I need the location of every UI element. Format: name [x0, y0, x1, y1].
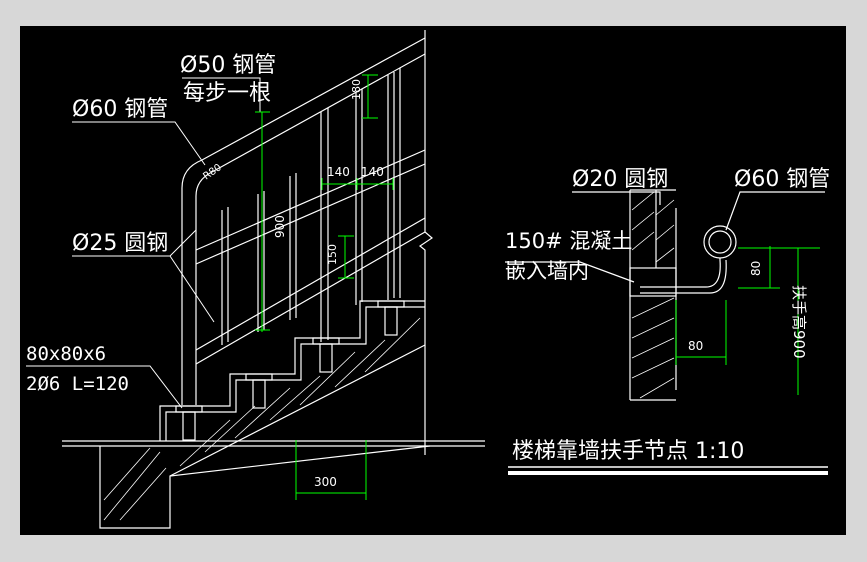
bottom-rail	[195, 217, 426, 351]
round-bar-20	[640, 258, 721, 288]
label-height-note: 扶手高900	[790, 285, 808, 359]
dim-80b-text: 80	[688, 339, 703, 353]
balusters	[221, 68, 401, 345]
label-pipe60-left: Ø60 钢管	[72, 97, 168, 122]
label-anchor: 2Ø6 L=120	[26, 373, 129, 395]
label-embed: 嵌入墙内	[505, 259, 589, 283]
handrail-pipe-inner	[708, 230, 732, 254]
leader-pipe60	[72, 121, 206, 166]
leader-pipe60-right	[725, 191, 825, 231]
foundation-outline	[99, 445, 431, 529]
post-anchors	[175, 300, 405, 441]
stair-elevation	[62, 30, 485, 529]
dim-140b-text: 140	[361, 165, 384, 179]
dim-180-text: 180	[350, 79, 363, 100]
dim-300-text: 300	[314, 475, 337, 489]
wall-detail	[505, 189, 825, 401]
wall-hatch	[631, 191, 675, 399]
stair-hatch	[103, 317, 421, 521]
leader-concrete	[505, 261, 635, 283]
dim-80a-text: 80	[749, 261, 763, 276]
left-dimensions	[255, 74, 394, 500]
label-pipe50: Ø50 钢管	[180, 53, 276, 78]
leader-bar20	[572, 191, 661, 205]
embedded-concrete	[629, 267, 677, 297]
handrail-inner	[195, 53, 426, 405]
dim-900-text: 900	[273, 215, 287, 238]
label-per-step: 每步一根	[183, 81, 271, 106]
title-underline	[508, 466, 828, 475]
dim-140a-text: 140	[327, 165, 350, 179]
label-plate: 80x80x6	[26, 343, 106, 365]
dim-150-text: 150	[326, 244, 339, 265]
handrail-pipe	[703, 225, 737, 259]
leader-pipe50	[182, 77, 261, 112]
label-pipe60-right: Ø60 钢管	[734, 167, 830, 192]
canvas-background	[20, 26, 846, 535]
wall-break-line	[418, 30, 433, 455]
leader-bar25-b	[169, 255, 215, 323]
left-leaders	[26, 77, 261, 409]
bottom-rail-2	[195, 231, 426, 365]
leader-plate	[26, 365, 183, 409]
mid-rail	[195, 149, 426, 251]
label-round-bar25: Ø25 圆钢	[72, 231, 168, 256]
label-concrete: 150# 混凝土	[505, 229, 632, 253]
stair-soffit	[169, 344, 426, 477]
round-bar-20-b	[640, 259, 727, 294]
mid-rail-2	[195, 163, 426, 265]
label-round-bar20: Ø20 圆钢	[572, 167, 668, 192]
right-dimensions	[675, 246, 820, 395]
drawing-title: 楼梯靠墙扶手节点 1:10	[512, 439, 744, 464]
